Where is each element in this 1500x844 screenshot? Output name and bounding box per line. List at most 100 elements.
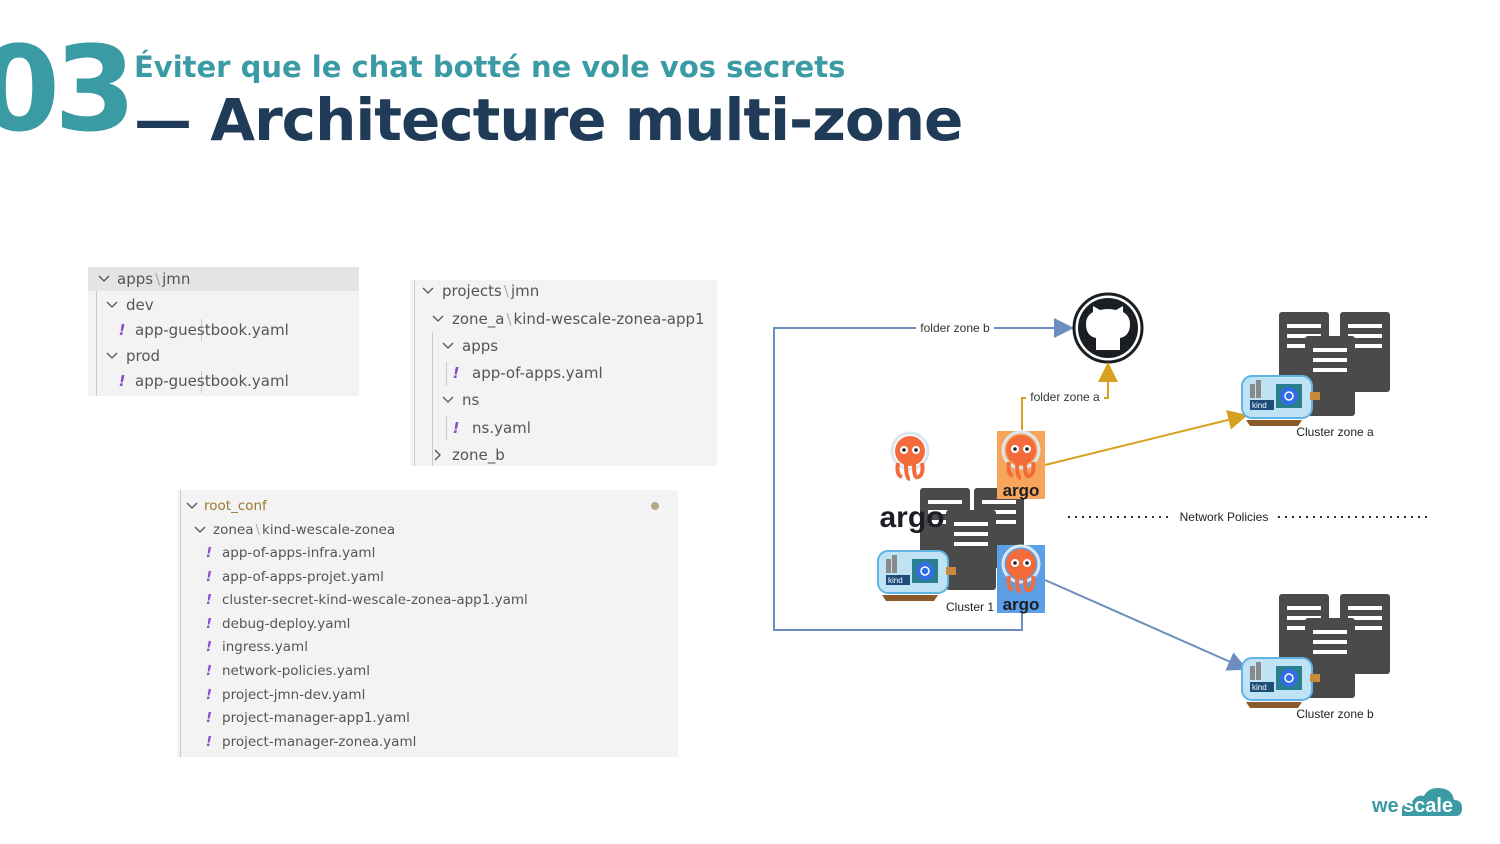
folder-label: zone_b <box>452 446 505 464</box>
tree-file[interactable]: ! project-jmn-dev.yaml <box>201 687 365 703</box>
tree-file-guestbook-dev[interactable]: ! app-guestbook.yaml <box>114 321 289 339</box>
chevron-down-icon <box>442 341 456 351</box>
yaml-file-icon: ! <box>118 372 126 390</box>
tree-folder-dev[interactable]: dev <box>106 296 154 314</box>
tree-folder-ns[interactable]: ns <box>442 391 479 409</box>
tree-root-apps[interactable]: apps \ jmn <box>98 270 190 288</box>
yaml-file-icon: ! <box>205 592 213 608</box>
indent-guide <box>446 362 447 386</box>
argo-blue-badge <box>997 544 1045 613</box>
kind-icon <box>1241 375 1321 427</box>
folder-label: kind-wescale-zonea-app1 <box>513 310 705 328</box>
selected-row-highlight <box>88 267 359 291</box>
wescale-logo: we scale <box>1372 788 1462 817</box>
file-label: app-of-apps.yaml <box>472 364 603 382</box>
file-label: project-manager-zonea.yaml <box>222 734 417 750</box>
chevron-down-icon <box>106 351 120 361</box>
yaml-file-icon: ! <box>452 364 460 382</box>
tree-file-ns[interactable]: ! ns.yaml <box>448 419 531 437</box>
yaml-file-icon: ! <box>118 321 126 339</box>
tree-file[interactable]: !project-manager-app1.yaml <box>201 710 410 726</box>
slide-title: — Architecture multi-zone <box>134 86 963 154</box>
yaml-file-icon: ! <box>205 639 213 655</box>
label-folder-zone-a: folder zone a <box>1030 390 1100 404</box>
indent-guide <box>432 332 433 466</box>
tree-folder-prod[interactable]: prod <box>106 347 160 365</box>
indent-guide <box>180 490 181 757</box>
label-folder-zone-b: folder zone b <box>920 321 990 335</box>
chevron-down-icon <box>106 300 120 310</box>
connector-to-cluster-zone-a <box>1044 410 1248 466</box>
file-tree-apps: apps \ jmn dev ! app-guestbook.yaml prod… <box>88 267 359 396</box>
tree-file[interactable]: ! cluster-secret-kind-wescale-zonea-app1.… <box>201 592 528 608</box>
chevron-down-icon <box>422 286 436 296</box>
connector-to-cluster-zone-b <box>1044 579 1248 671</box>
tree-file[interactable]: !debug-deploy.yaml <box>201 616 351 632</box>
tree-root-conf[interactable]: root_conf <box>186 498 267 514</box>
folder-label: projects <box>442 282 502 300</box>
indent-guide <box>201 319 202 341</box>
file-label: app-of-apps-infra.yaml <box>222 545 376 561</box>
tree-file[interactable]: ! app-of-apps-infra.yaml <box>201 545 375 561</box>
tree-file[interactable]: !network-policies.yaml <box>201 663 370 679</box>
chevron-right-icon <box>432 449 446 461</box>
folder-label: prod <box>126 347 161 365</box>
file-label: network-policies.yaml <box>222 663 370 679</box>
label-cluster-zone-a: Cluster zone a <box>1296 425 1374 439</box>
chevron-down-icon <box>442 395 456 405</box>
folder-label: dev <box>126 296 154 314</box>
tree-file[interactable]: !app-of-apps-projet.yaml <box>201 569 384 585</box>
folder-label: zonea <box>213 522 254 538</box>
file-label: app-guestbook.yaml <box>135 321 289 339</box>
modified-dot-icon <box>651 502 659 510</box>
tree-root-projects[interactable]: projects \ jmn <box>422 282 539 300</box>
tree-file-guestbook-prod[interactable]: ! app-guestbook.yaml <box>114 372 289 390</box>
indent-guide <box>96 291 97 396</box>
argo-logo-text: argo <box>1003 481 1040 500</box>
folder-label: apps <box>462 337 499 355</box>
chevron-down-icon <box>186 501 200 511</box>
path-separator: \ <box>255 522 261 538</box>
folder-label: apps <box>117 270 154 288</box>
chevron-down-icon <box>194 525 208 535</box>
file-label: ns.yaml <box>472 419 531 437</box>
indent-guide <box>201 371 202 393</box>
chevron-down-icon <box>98 274 112 284</box>
tree-file-app-of-apps[interactable]: ! app-of-apps.yaml <box>448 364 603 382</box>
path-separator: \ <box>506 310 512 328</box>
folder-label: zone_a <box>452 310 505 328</box>
file-tree-root-conf: root_conf zonea \ kind-wescale-zonea !ap… <box>177 490 678 757</box>
file-label: project-jmn-dev.yaml <box>222 687 366 703</box>
github-icon <box>1072 292 1144 364</box>
folder-label: kind-wescale-zonea <box>262 522 396 538</box>
yaml-file-icon: ! <box>205 687 213 703</box>
connector-folder-zone-b <box>773 318 1074 631</box>
argo-logo-text: argo <box>879 501 944 534</box>
section-number: 03 <box>0 20 136 158</box>
tree-folder-zone-a[interactable]: zone_a \ kind-wescale-zonea-app1 <box>432 310 705 328</box>
path-separator: \ <box>155 270 161 288</box>
kind-icon <box>877 550 957 602</box>
file-label: cluster-secret-kind-wescale-zonea-app1.y… <box>222 592 528 608</box>
file-label: app-guestbook.yaml <box>135 372 289 390</box>
tree-folder-apps[interactable]: apps <box>442 337 498 355</box>
tree-folder-zonea[interactable]: zonea \ kind-wescale-zonea <box>194 522 395 538</box>
path-separator: \ <box>503 282 509 300</box>
yaml-file-icon: ! <box>205 545 213 561</box>
tree-file[interactable]: ! project-manager-zonea.yaml <box>201 734 416 750</box>
indent-guide <box>414 280 415 466</box>
logo-we: we <box>1372 795 1399 817</box>
file-label: app-of-apps-projet.yaml <box>222 569 384 585</box>
folder-label: root_conf <box>204 498 267 514</box>
yaml-file-icon: ! <box>205 734 213 750</box>
slide-subtitle: Éviter que le chat botté ne vole vos sec… <box>134 50 846 84</box>
tree-folder-zone-b[interactable]: zone_b <box>432 446 505 464</box>
file-label: ingress.yaml <box>222 639 308 655</box>
tree-file[interactable]: ! ingress.yaml <box>201 639 308 655</box>
folder-label: jmn <box>162 270 191 288</box>
yaml-file-icon: ! <box>205 616 213 632</box>
yaml-file-icon: ! <box>452 419 460 437</box>
label-network-policies: Network Policies <box>1180 510 1269 524</box>
label-cluster-zone-b: Cluster zone b <box>1296 707 1374 721</box>
architecture-diagram: kind folder zone b folder zone a <box>773 292 1430 721</box>
